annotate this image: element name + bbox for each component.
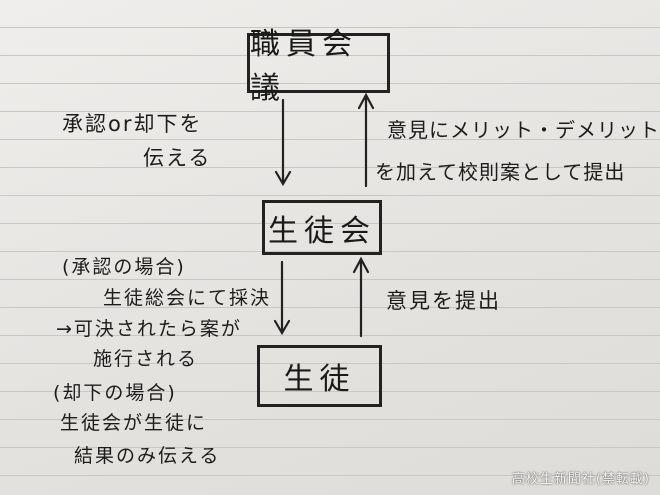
node-students-label: 生徒 [283, 362, 356, 397]
note-approve-reject-line1: 承認or却下を [62, 112, 203, 136]
note-approval-case-line1: (承認の場合) [62, 256, 186, 278]
watermark: 高校生新聞社(禁転載) [511, 472, 650, 487]
note-reject-case-line2: 生徒会が生徒に [60, 412, 208, 434]
node-student-council: 生徒会 [262, 200, 382, 255]
note-approval-case-line4: 施行される [93, 348, 199, 370]
node-student-council-label: 生徒会 [268, 213, 376, 249]
node-teachers-meeting: 職員会議 [247, 27, 390, 106]
arrow-down-meeting-to-council [274, 98, 292, 187]
arrow-down-council-to-students [273, 260, 291, 336]
arrow-up-students-to-council [352, 256, 370, 338]
node-teachers-meeting-label: 職員会議 [250, 27, 358, 106]
node-students: 生徒 [257, 345, 382, 407]
note-opinion-line1: 意見にメリット・デメリット [387, 118, 660, 142]
note-reject-case-line1: (却下の場合) [53, 382, 177, 404]
note-approval-case-line3: →可決されたら案が [56, 318, 242, 340]
note-submit-opinion: 意見を提出 [386, 289, 501, 313]
arrow-up-council-to-meeting [357, 92, 375, 188]
note-approval-case-line2: 生徒総会にて採決 [103, 287, 272, 309]
note-opinion-line2: を加えて校則案として提出 [375, 160, 626, 184]
note-reject-case-line3: 結果のみ伝える [74, 445, 221, 467]
note-approve-reject-line2: 伝える [143, 146, 212, 170]
